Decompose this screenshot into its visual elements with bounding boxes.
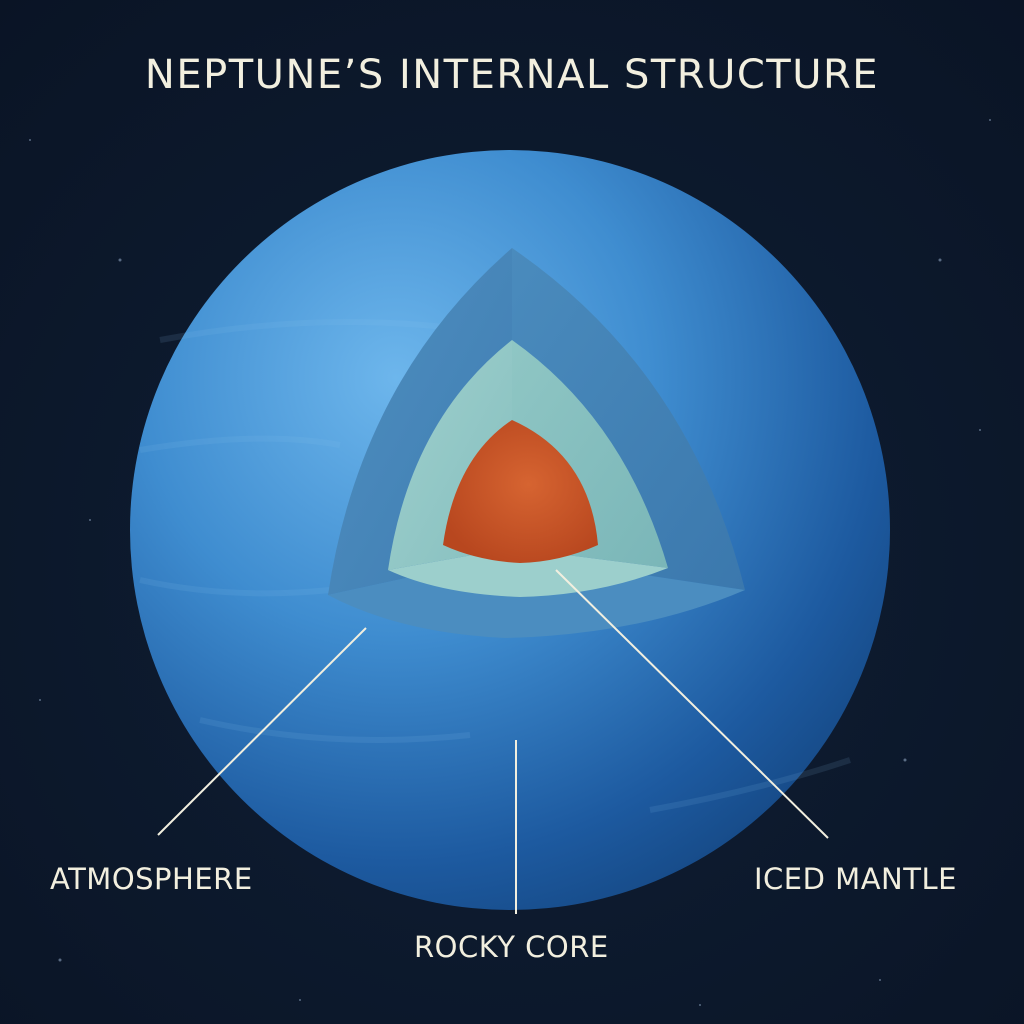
leader-line-atmosphere: [157, 627, 367, 836]
leader-line-mantle: [555, 569, 829, 839]
label-iced-mantle: ICED MANTLE: [754, 862, 957, 896]
leader-lines: [157, 569, 829, 914]
rocky-core: [443, 420, 598, 563]
star-field: [29, 119, 991, 1006]
mantle-layer-bottom: [388, 548, 668, 597]
label-rocky-core: ROCKY CORE: [414, 930, 609, 964]
label-atmosphere: ATMOSPHERE: [50, 862, 253, 896]
diagram-title: NEPTUNE’S INTERNAL STRUCTURE: [144, 52, 880, 98]
cloud-bands: [139, 319, 851, 813]
